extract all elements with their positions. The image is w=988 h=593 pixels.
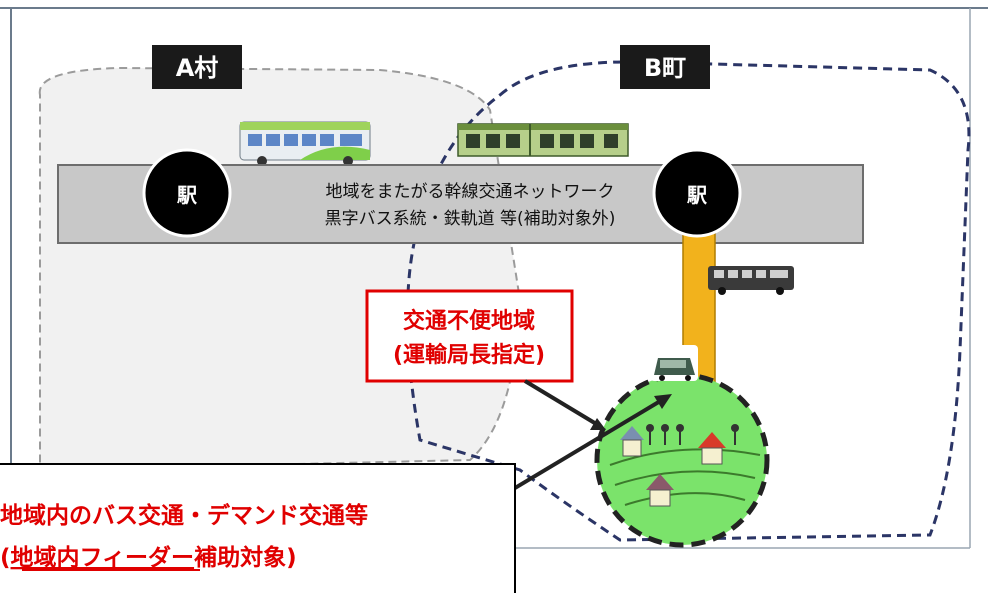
bus-dark-icon [708,266,794,295]
feeder-label-suffix: 補助対象) [193,544,297,571]
feeder-label-box [0,463,516,593]
station-left-label: 駅 [176,183,197,207]
tree-icon [646,424,739,445]
feeder-label-line2: (地域内フィーダー補助対象) [0,544,297,571]
trunk-network-line2: 黒字バス系統・鉄軌道 等(補助対象外) [325,209,616,229]
village-a-label: A村 [176,54,219,82]
feeder-label-line1: 地域内のバス交通・デマンド交通等 [0,502,368,529]
town-b-label-box [620,45,710,89]
bus-icon [239,121,371,166]
car-icon [650,345,698,381]
house-icon [646,474,674,507]
village-a-label-box [152,45,242,89]
inconvenient-area-callout [365,289,574,383]
feeder-label-underlined: 地域内フィーダー [11,544,195,571]
feeder-label-prefix: ( [0,545,11,571]
house-icon [698,432,726,465]
house-icon [620,426,644,457]
train-icon [457,123,629,157]
callout-arrow [523,379,600,427]
trunk-network-line1: 地域をまたがる幹線交通ネットワーク [326,181,615,202]
town-b-label: B町 [644,54,686,82]
town-b-region [406,60,971,542]
field-line [624,492,746,506]
station-left: 駅 [142,148,232,238]
station-right: 駅 [652,148,742,238]
station-right-label: 駅 [686,183,707,207]
inconvenient-area-line2: (運輸局長指定) [393,342,545,368]
field-line [609,448,761,466]
feeder-arrowhead [654,394,672,409]
callout-arrowhead [590,418,606,430]
field-line [614,470,756,486]
inconvenient-area-line1: 交通不便地域 [403,308,535,334]
feeder-arrow [493,398,664,502]
